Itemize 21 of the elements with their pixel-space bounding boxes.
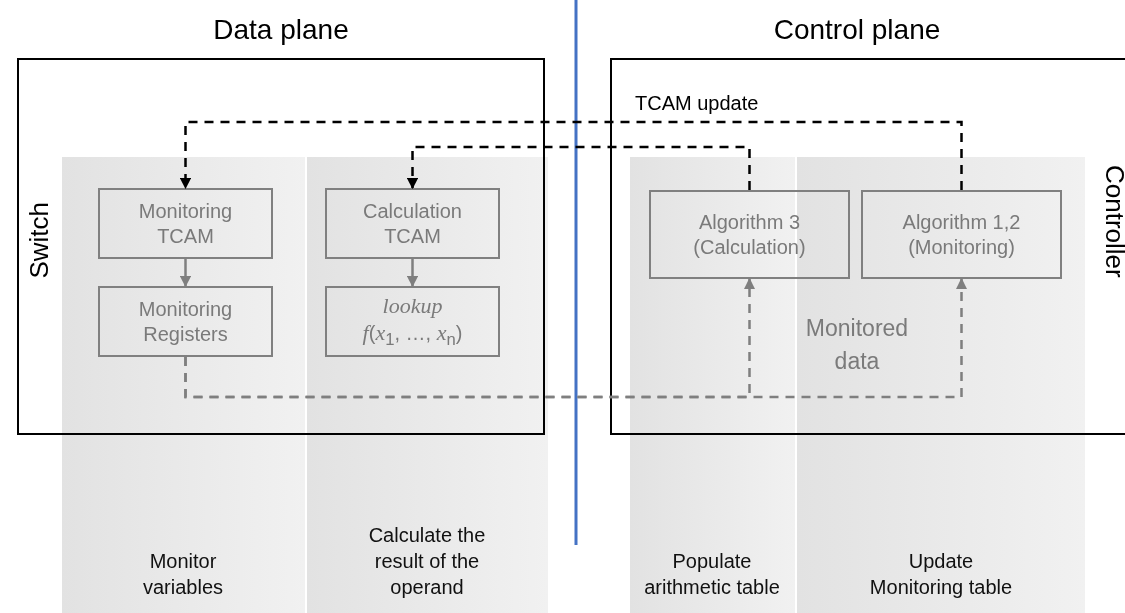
arrow — [179, 120, 963, 190]
column-caption: Monitor variables — [141, 549, 224, 600]
process-box: Algorithm 3 (Calculation) — [649, 190, 850, 279]
switch-label: Switch — [24, 202, 55, 279]
process-box: Monitoring Registers — [98, 286, 273, 357]
column-caption: Update Monitoring table — [868, 549, 1014, 600]
column-caption: Calculate the result of the operand — [367, 523, 487, 600]
arrow — [184, 277, 968, 399]
arrow — [179, 259, 192, 288]
annotation-label: TCAM update — [635, 91, 759, 116]
annotation-label: Monitored data — [804, 313, 910, 376]
process-box: Algorithm 1,2 (Monitoring) — [861, 190, 1062, 279]
arrow — [406, 259, 419, 288]
plane-heading: Data plane — [212, 14, 350, 46]
process-box: Monitoring TCAM — [98, 188, 273, 259]
controller-label: Controller — [1099, 165, 1125, 278]
process-box: lookup f(x$_{1}$, …, x$_{n}$) — [325, 286, 500, 357]
arrow — [406, 145, 751, 190]
plane-heading: Control plane — [772, 14, 942, 46]
process-box: Calculation TCAM — [325, 188, 500, 259]
column-caption: Populate arithmetic table — [643, 549, 781, 600]
